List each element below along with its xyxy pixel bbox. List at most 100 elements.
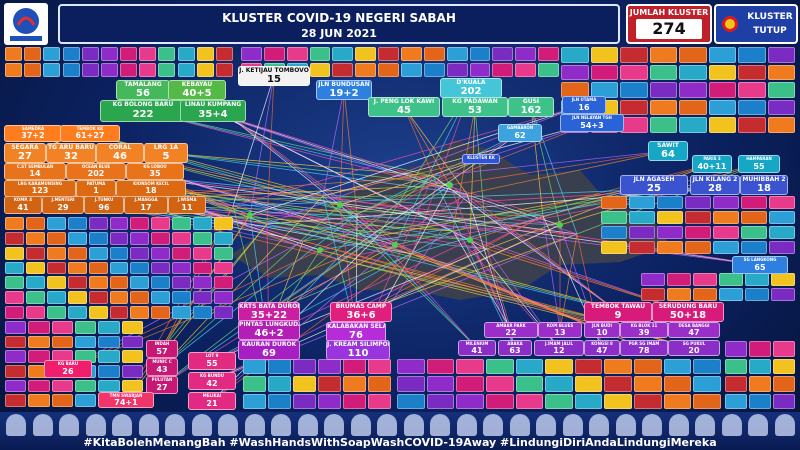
small-cluster-cell <box>769 196 795 209</box>
small-cluster-cell <box>28 394 50 407</box>
small-cluster-cell <box>741 241 767 254</box>
small-cluster-cell <box>469 63 491 77</box>
connection-line <box>165 152 451 186</box>
cluster-label: INDAH <box>154 341 170 346</box>
small-cluster-cell <box>741 226 767 239</box>
small-cluster-cell <box>663 393 692 409</box>
small-cluster-cell <box>397 393 425 409</box>
small-cluster-cell <box>120 63 138 77</box>
small-cluster-cell <box>130 246 150 260</box>
connection-line <box>360 215 544 313</box>
footer-hashtags: #KitaBolehMenangBah #WashHandsWithSoapWa… <box>83 436 717 449</box>
small-cluster-cell <box>773 358 795 374</box>
cluster-value: 16 <box>578 103 590 112</box>
small-cluster-cell <box>620 82 648 98</box>
small-cluster-cell <box>43 47 61 61</box>
cluster-box-kb: KLUSTER KK <box>462 154 500 164</box>
small-cluster-cell <box>679 64 707 81</box>
cluster-value: 63 <box>509 346 521 355</box>
cluster-label: JLN AGASEH <box>633 176 675 183</box>
small-cluster-cell <box>708 82 736 98</box>
small-cluster-cell <box>109 246 129 260</box>
person-icon <box>138 414 159 436</box>
small-cluster-cell <box>545 376 573 392</box>
cluster-label: SG LANGKONG <box>743 257 777 262</box>
connection-line <box>302 132 521 242</box>
cluster-label: SERUDUNG BARU <box>658 303 718 310</box>
connection-line <box>161 175 434 386</box>
cluster-value: 96 <box>98 203 110 212</box>
small-cluster-cell <box>469 47 491 61</box>
small-cluster-cell <box>318 359 341 375</box>
small-cluster-cell <box>5 335 27 349</box>
total-clusters-value: 274 <box>636 19 702 39</box>
cluster-label: KG BOLONG BARU <box>112 101 174 108</box>
small-cluster-cell <box>604 393 633 409</box>
small-cluster-cell <box>318 376 341 392</box>
small-cluster-cell <box>193 291 213 305</box>
small-cluster-cell <box>5 379 27 393</box>
small-cluster-cell <box>773 393 795 409</box>
small-cluster-cell <box>708 99 736 116</box>
person-icon <box>165 414 185 436</box>
small-cluster-cell <box>241 47 262 61</box>
small-cluster-cell <box>713 196 739 209</box>
district-node <box>317 247 323 253</box>
connection-line <box>161 195 324 368</box>
cluster-value: 27 <box>156 383 168 392</box>
small-cluster-cell <box>88 306 108 319</box>
small-cluster-cell <box>634 359 662 375</box>
small-cluster-cell <box>767 117 795 133</box>
small-cluster-cell <box>378 63 399 77</box>
cluster-value: 13 <box>554 328 566 337</box>
small-cluster-cell <box>332 63 354 77</box>
cluster-label: J.IMAM JALIL <box>544 341 574 346</box>
cluster-value: 46+2 <box>254 328 284 339</box>
cluster-label: KAURAN DUROK <box>241 341 297 348</box>
small-cluster-cell <box>172 306 192 319</box>
cluster-value: 22 <box>505 328 517 337</box>
small-cluster-cell <box>5 365 27 378</box>
small-cluster-cell <box>121 321 143 334</box>
small-cluster-cell <box>24 63 42 77</box>
cluster-value: 46 <box>113 151 127 162</box>
small-cluster-cell <box>725 341 747 357</box>
small-cluster-cell <box>355 63 377 77</box>
small-cluster-cell <box>5 261 24 275</box>
small-cluster-cell <box>215 63 233 77</box>
small-cluster-cell <box>601 211 627 224</box>
small-cluster-cell <box>561 64 589 81</box>
small-cluster-cell <box>121 379 143 393</box>
small-cluster-cell <box>368 393 391 409</box>
person-icon <box>695 414 715 436</box>
small-cluster-cell <box>629 211 655 224</box>
cluster-value: 18 <box>757 183 771 194</box>
cluster-label: SAWIT <box>657 142 679 149</box>
small-cluster-cell <box>25 276 45 290</box>
small-cluster-cell <box>378 47 399 61</box>
small-cluster-cell <box>738 47 766 63</box>
cluster-label: PGR SG IMAM <box>628 341 660 346</box>
connection-line <box>232 75 275 207</box>
small-cluster-cell <box>767 64 795 81</box>
closed-cluster-icon <box>722 16 738 32</box>
small-cluster-cell <box>693 288 717 301</box>
cluster-label: J.TUNKU <box>94 197 114 202</box>
cluster-label: JLN UTAMA <box>571 97 597 102</box>
connection-line <box>356 158 482 215</box>
cluster-label: CORAL <box>108 144 132 151</box>
small-cluster-cell <box>492 47 514 61</box>
small-cluster-cell <box>28 321 50 334</box>
small-cluster-cell <box>634 393 662 409</box>
small-cluster-cell <box>67 276 87 290</box>
small-cluster-cell <box>130 291 150 305</box>
small-cluster-cell <box>5 217 24 230</box>
cluster-value: 42 <box>206 379 218 388</box>
cluster-label: SG PUKUL <box>682 341 706 346</box>
cluster-value: 76 <box>349 330 363 341</box>
